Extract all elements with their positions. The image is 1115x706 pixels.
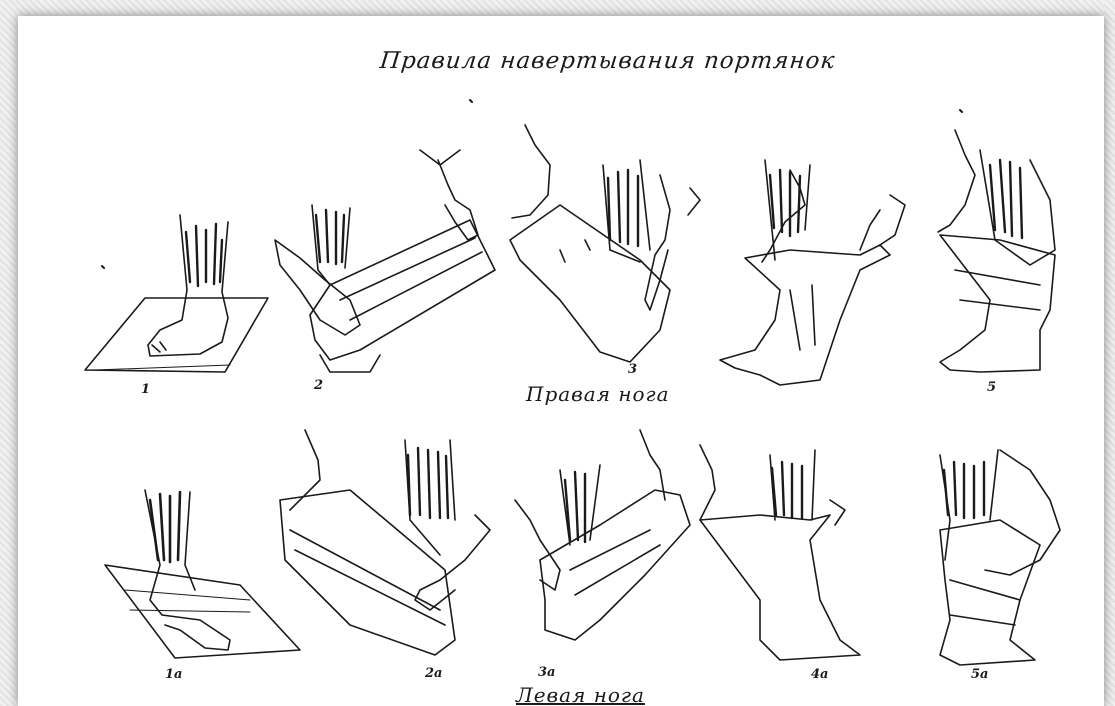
figure-5: [938, 130, 1055, 372]
page-title: Правила навертывания портянок: [379, 48, 837, 74]
step-label-2a: 2a: [425, 666, 442, 681]
figure-3: [510, 125, 700, 362]
figure-1: [85, 215, 268, 372]
illustration-sheet: Правила навертывания портянок Правая ног…: [18, 16, 1104, 706]
step-label-5a: 5a: [971, 667, 988, 682]
row-label-left-leg: Левая нога: [516, 683, 645, 706]
figure-1a: [105, 490, 300, 658]
figure-3a: [515, 430, 690, 640]
step-label-2: 2: [314, 378, 323, 393]
figure-2a: [280, 430, 490, 655]
footwrap-illustrations: [18, 16, 1104, 706]
figure-4: [720, 160, 905, 385]
figure-4a: [700, 445, 860, 660]
frame-right: [1104, 0, 1115, 706]
frame-left: [0, 0, 16, 706]
step-label-1a: 1a: [165, 667, 182, 682]
frame-top: [0, 0, 1115, 14]
step-label-3: 3: [628, 362, 637, 377]
step-label-1: 1: [141, 382, 150, 397]
step-label-5: 5: [987, 380, 996, 395]
figure-5a: [940, 450, 1060, 665]
figure-2: [275, 150, 495, 372]
step-label-3a: 3a: [538, 665, 555, 680]
step-label-4a: 4a: [811, 667, 828, 682]
row-label-right-leg: Правая нога: [526, 382, 670, 406]
